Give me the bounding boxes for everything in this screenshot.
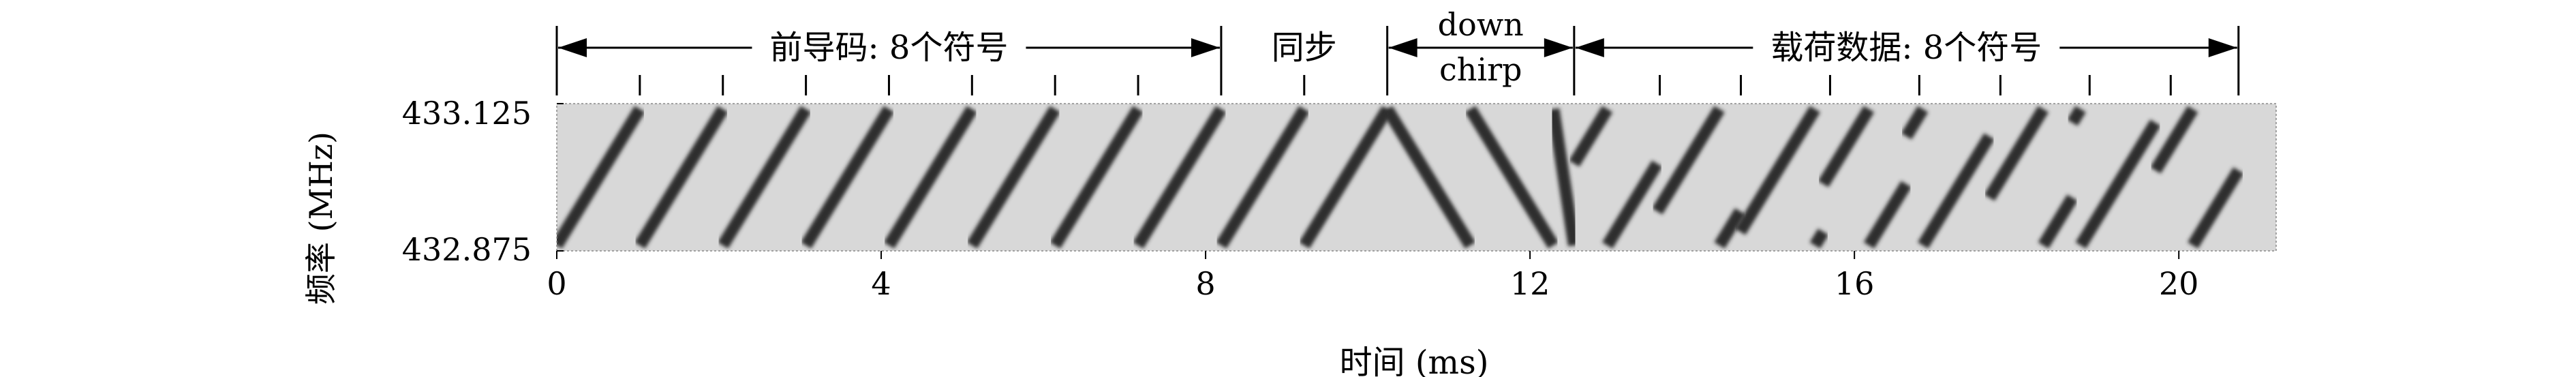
section-label: 前导码: 8个符号 [769, 29, 1008, 67]
x-tick-label: 8 [1195, 265, 1215, 302]
section-label-line2: chirp [1439, 51, 1522, 88]
section-label-line1: down [1438, 6, 1524, 43]
chirp-up-6 [1049, 106, 1144, 249]
chirp-up-2 [718, 106, 812, 249]
x-tick-label: 12 [1510, 265, 1550, 302]
chirp-up-13 [1569, 106, 1663, 249]
chirp-up-18 [1984, 106, 2078, 249]
arrow-head-left [1388, 38, 1417, 57]
x-tick-label: 20 [2159, 265, 2199, 302]
arrow-head-right [1544, 38, 1573, 57]
chirp-down-12 [1547, 108, 1580, 247]
chirp-up-5 [966, 106, 1060, 249]
chirp-up-9 [1299, 106, 1393, 249]
chirp-up-7 [1133, 106, 1227, 249]
chirp-up-8 [1216, 106, 1310, 249]
chirp-up-20 [2150, 106, 2244, 249]
x-tick-label: 16 [1835, 265, 1875, 302]
arrow-head-right [1191, 38, 1220, 57]
axes-layer: 0 4 8 12 16 20 [547, 103, 2199, 302]
chirp-up-1 [634, 106, 729, 249]
chirp-up-17 [1901, 106, 1995, 249]
section-annotations: 前导码: 8个符号 同步 down chirp 载荷数据: 8个符号 [555, 6, 2240, 95]
y-tick-label-bottom: 432.875 [402, 231, 532, 268]
chirp-up-3 [800, 106, 895, 249]
arrow-head-right [2208, 38, 2237, 57]
chirp-up-14 [1652, 106, 1746, 249]
chirp-up-16 [1818, 106, 1912, 249]
chirp-down-11 [1465, 106, 1559, 249]
chirp-up-0 [557, 106, 645, 249]
chirp-up-15 [1734, 106, 1829, 249]
chirp-up-4 [883, 106, 978, 249]
x-tick-label: 0 [547, 265, 566, 302]
x-axis-label: 时间 (ms) [1340, 344, 1489, 377]
chirp-down-10 [1381, 106, 1476, 249]
plot-frame [556, 103, 2277, 252]
chirp-layer [557, 106, 2244, 249]
arrow-head-left [558, 38, 587, 57]
y-axis-label: 频率 (MHz) [303, 132, 339, 305]
arrow-head-left [1575, 38, 1604, 57]
chirp-up-19 [2067, 106, 2161, 249]
x-tick-label: 4 [871, 265, 891, 302]
y-tick-label-top: 433.125 [402, 95, 532, 132]
section-label: 载荷数据: 8个符号 [1770, 29, 2042, 67]
section-label: 同步 [1272, 29, 1337, 67]
